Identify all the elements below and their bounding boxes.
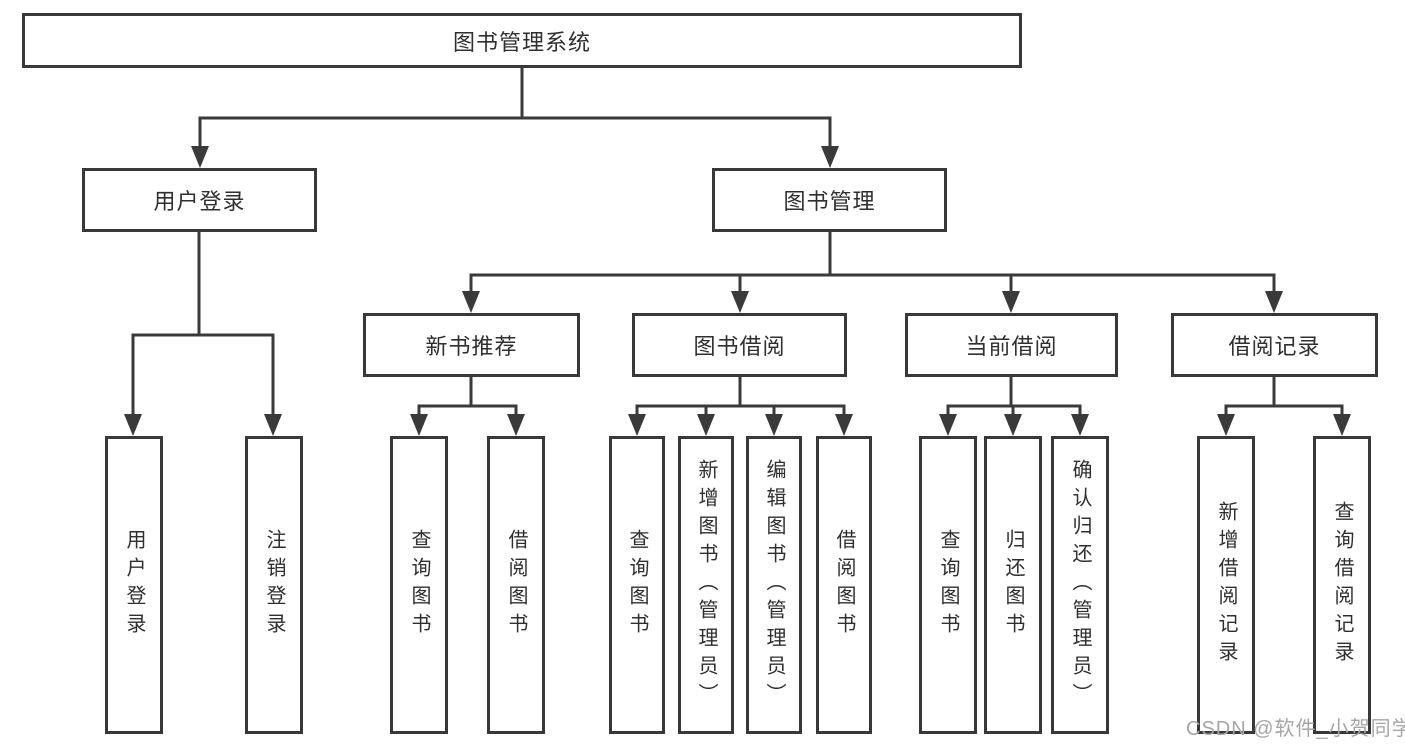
leaf-confirm-return-admin: 确认归还（管理员）: [1051, 436, 1109, 734]
connector-current-to-leaves: [946, 375, 1082, 416]
csdn-watermark: CSDN @软件_小贺同学: [1186, 718, 1405, 740]
leaf-borrow-books-2: 借阅图书: [816, 436, 872, 734]
leaf-edit-books-admin: 编辑图书（管理员）: [746, 436, 802, 734]
node-borrow-record: 借阅记录: [1171, 313, 1378, 377]
connector-user-to-leaves: [131, 230, 275, 416]
leaf-add-borrow-record: 新增借阅记录: [1197, 436, 1255, 734]
node-user-login-label: 用户登录: [153, 189, 246, 214]
node-current-borrow: 当前借阅: [905, 313, 1118, 377]
node-new-book-recommend: 新书推荐: [363, 313, 580, 377]
leaf-logout: 注销登录: [245, 436, 303, 734]
leaf-query-books-2: 查询图书: [609, 436, 665, 734]
connector-root-to-l2: [198, 66, 832, 147]
node-book-management: 图书管理: [712, 168, 947, 232]
leaf-query-books-1-label: 查询图书: [408, 529, 430, 641]
leaf-query-borrow-record: 查询借阅记录: [1313, 436, 1371, 734]
leaf-query-books-1: 查询图书: [390, 436, 448, 734]
connector-record-to-leaves: [1224, 375, 1344, 416]
node-root: 图书管理系统: [22, 13, 1022, 68]
leaf-edit-books-admin-label: 编辑图书（管理员）: [763, 459, 785, 711]
leaf-return-books-label: 归还图书: [1002, 529, 1024, 641]
connector-borrow-to-leaves: [635, 375, 846, 416]
leaf-return-books: 归还图书: [984, 436, 1042, 734]
node-borrow-record-label: 借阅记录: [1228, 334, 1321, 359]
leaf-borrow-books-2-label: 借阅图书: [833, 529, 855, 641]
leaf-confirm-return-admin-label: 确认归还（管理员）: [1069, 459, 1091, 711]
connector-book-to-l3: [469, 230, 1276, 293]
leaf-user-login: 用户登录: [105, 436, 163, 734]
leaf-query-books-3-label: 查询图书: [937, 529, 959, 641]
leaf-query-books-3: 查询图书: [919, 436, 977, 734]
node-user-login: 用户登录: [82, 168, 317, 232]
leaf-add-books-admin: 新增图书（管理员）: [678, 436, 734, 734]
leaf-add-borrow-record-label: 新增借阅记录: [1215, 501, 1237, 669]
leaf-user-login-label: 用户登录: [123, 529, 145, 641]
node-root-label: 图书管理系统: [452, 29, 591, 55]
node-book-borrow-label: 图书借阅: [693, 334, 786, 359]
leaf-add-books-admin-label: 新增图书（管理员）: [695, 459, 717, 711]
node-book-borrow: 图书借阅: [632, 313, 847, 377]
node-new-book-recommend-label: 新书推荐: [425, 334, 518, 359]
leaf-borrow-books-1-label: 借阅图书: [505, 529, 527, 641]
node-book-management-label: 图书管理: [783, 189, 876, 214]
node-current-borrow-label: 当前借阅: [965, 334, 1058, 359]
connector-new-to-leaves: [417, 375, 518, 416]
leaf-query-books-2-label: 查询图书: [626, 529, 648, 641]
leaf-query-borrow-record-label: 查询借阅记录: [1331, 501, 1353, 669]
leaf-logout-label: 注销登录: [263, 529, 285, 641]
leaf-borrow-books-1: 借阅图书: [487, 436, 545, 734]
